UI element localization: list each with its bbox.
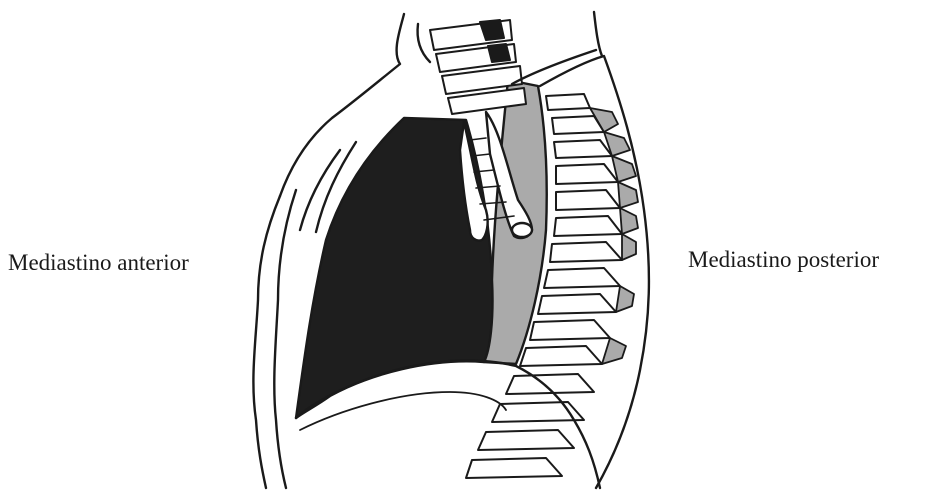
posterior-mediastinum-label: Mediastino posterior [688,248,879,271]
anterior-chest-wall-inner [274,190,296,488]
lower-organ-outline [300,392,506,430]
neck-inner-line [418,24,431,62]
cervical-vertebrae [430,20,526,114]
anterior-mediastinum-label: Mediastino anterior [8,251,189,274]
